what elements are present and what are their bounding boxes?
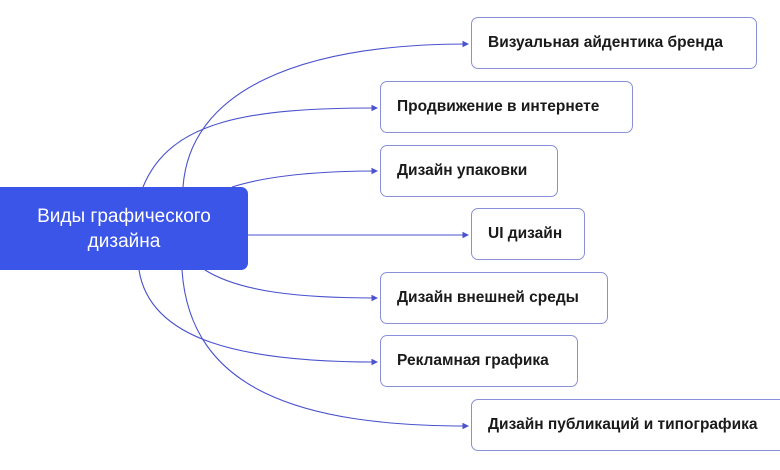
node-label: Дизайн упаковки bbox=[397, 162, 528, 179]
link-1 bbox=[182, 40, 470, 188]
root-label-line2: дизайна bbox=[87, 230, 161, 252]
node-advertising-graphics[interactable]: Рекламная графика bbox=[380, 335, 578, 387]
link-2 bbox=[142, 104, 379, 188]
node-label: Дизайн внешней среды bbox=[397, 289, 579, 306]
link-5 bbox=[204, 269, 379, 302]
node-label: UI дизайн bbox=[488, 225, 563, 242]
link-7 bbox=[181, 269, 470, 430]
node-packaging-design[interactable]: Дизайн упаковки bbox=[380, 145, 558, 197]
link-6 bbox=[138, 269, 379, 366]
node-label: Рекламная графика bbox=[397, 352, 549, 369]
node-label: Дизайн публикаций и типографика bbox=[488, 416, 758, 433]
node-ui-design[interactable]: UI дизайн bbox=[471, 208, 585, 260]
node-brand-identity[interactable]: Визуальная айдентика бренда bbox=[471, 17, 757, 69]
node-internet-promotion[interactable]: Продвижение в интернете bbox=[380, 81, 633, 133]
link-3 bbox=[231, 167, 379, 188]
node-label: Продвижение в интернете bbox=[397, 98, 600, 115]
node-environmental-design[interactable]: Дизайн внешней среды bbox=[380, 272, 608, 324]
node-label: Визуальная айдентика бренда bbox=[488, 34, 724, 51]
node-publication-typography[interactable]: Дизайн публикаций и типографика bbox=[471, 399, 780, 451]
root-label-line1: Виды графического bbox=[37, 205, 211, 227]
root-node[interactable]: Виды графического дизайна bbox=[0, 187, 248, 270]
